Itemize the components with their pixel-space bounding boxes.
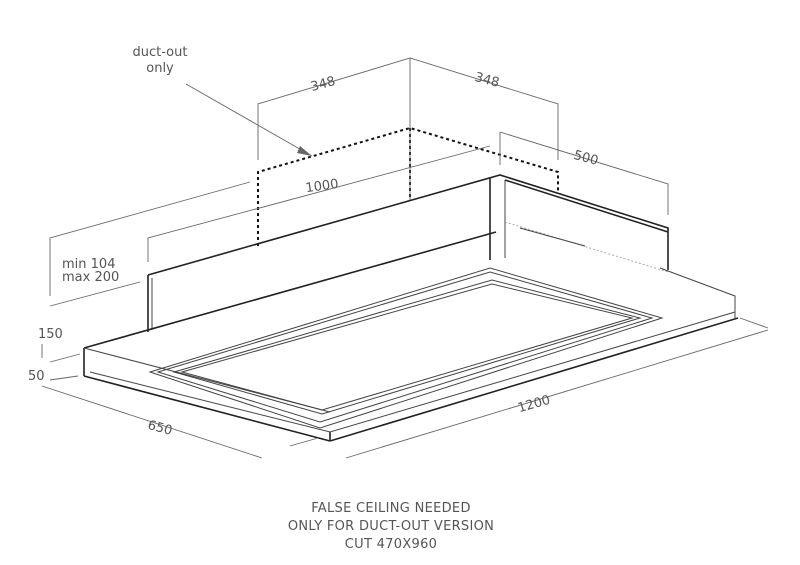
hood-body	[83, 174, 739, 442]
label-1200: 1200	[516, 393, 552, 417]
note-line-2: ONLY FOR DUCT-OUT VERSION	[287, 519, 495, 534]
dimension-lines	[41, 57, 769, 459]
label-150: 150	[38, 327, 63, 342]
label-50: 50	[28, 369, 45, 384]
label-500: 500	[572, 148, 600, 169]
label-348-right: 348	[473, 70, 501, 91]
installation-note: FALSE CEILING NEEDED ONLY FOR DUCT-OUT V…	[0, 500, 782, 554]
duct-out-chimney	[257, 126, 559, 246]
label-650: 650	[146, 418, 174, 439]
label-duct-out-line1: duct-out	[133, 45, 188, 60]
label-max-200: max 200	[62, 270, 119, 285]
label-1000: 1000	[305, 177, 340, 196]
dimension-labels: duct-out only 348 348 500 1000 min 104 m…	[28, 45, 600, 439]
label-348-left: 348	[309, 74, 337, 95]
label-min-104: min 104	[62, 257, 115, 272]
label-duct-out-line2: only	[146, 61, 174, 76]
note-line-1: FALSE CEILING NEEDED	[311, 501, 471, 516]
note-line-3: CUT 470X960	[344, 537, 438, 552]
